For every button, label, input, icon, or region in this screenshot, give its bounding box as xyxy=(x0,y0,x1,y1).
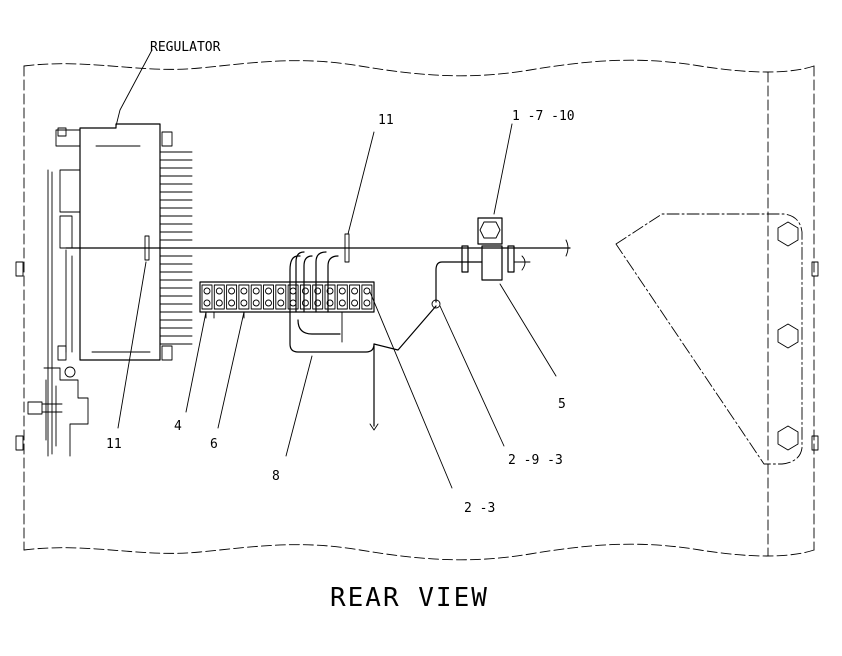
left-edge-fasteners xyxy=(15,261,24,451)
terminal-screw-icon xyxy=(314,287,322,295)
terminal-screw-icon xyxy=(351,287,359,295)
terminal-screw-icon xyxy=(338,299,346,307)
callout-1-7-10: 1 -7 -10 xyxy=(512,109,575,124)
terminal-screw-icon xyxy=(240,287,248,295)
terminal-screw-icon xyxy=(301,287,309,295)
terminal-screw-icon xyxy=(252,299,260,307)
leader-lines xyxy=(115,49,557,489)
regulator xyxy=(27,123,193,457)
hex-bolt-1-icon xyxy=(777,221,799,247)
terminal-block xyxy=(299,284,311,310)
terminal-block xyxy=(275,284,287,310)
callout-labels: REGULATOR 11 1 -7 -10 5 2 -9 -3 2 -3 8 6… xyxy=(106,40,575,516)
terminal-screw-icon xyxy=(326,287,334,295)
terminal-screw-icon xyxy=(277,287,285,295)
clamp-assembly xyxy=(435,217,531,303)
terminal-block xyxy=(250,284,262,310)
terminal-block xyxy=(336,284,348,310)
hex-bolt-3-icon xyxy=(777,425,799,451)
terminal-screw-icon xyxy=(228,287,236,295)
callout-11-bottom: 11 xyxy=(106,437,122,452)
terminal-screw-icon xyxy=(289,287,297,295)
main-wire xyxy=(65,239,571,257)
terminal-block xyxy=(201,284,213,310)
callout-regulator: REGULATOR xyxy=(150,40,221,55)
terminal-screw-icon xyxy=(203,287,211,295)
terminal-block xyxy=(226,284,238,310)
wire-ties xyxy=(144,233,350,263)
terminal-block xyxy=(238,284,250,310)
terminal-screw-icon xyxy=(240,299,248,307)
callout-6: 6 xyxy=(210,437,218,452)
terminal-screw-icon xyxy=(277,299,285,307)
terminal-screw-icon xyxy=(265,287,272,295)
terminal-screw-icon xyxy=(228,299,236,307)
clamp-bolt-icon xyxy=(479,221,501,239)
terminal-screw-icon xyxy=(252,287,260,295)
terminal-screw-icon xyxy=(363,299,371,307)
terminal-screw-icon xyxy=(289,299,297,307)
wire-harness xyxy=(289,251,441,431)
terminal-block xyxy=(213,284,225,310)
terminal-screw-icon xyxy=(265,299,272,307)
terminal-block xyxy=(312,284,324,310)
terminal-screw-icon xyxy=(215,299,223,307)
terminal-strip xyxy=(199,281,375,319)
terminal-screw-icon xyxy=(314,299,322,307)
callout-2-9-3: 2 -9 -3 xyxy=(508,453,563,468)
terminal-block xyxy=(349,284,361,310)
callout-2-3: 2 -3 xyxy=(464,501,495,516)
terminal-screw-icon xyxy=(351,299,359,307)
callout-11-top: 11 xyxy=(378,113,394,128)
terminal-screw-icon xyxy=(338,287,346,295)
view-title: REAR VIEW xyxy=(330,583,489,613)
callout-5: 5 xyxy=(558,397,566,412)
callout-4: 4 xyxy=(174,419,182,434)
terminal-block xyxy=(324,284,336,310)
terminal-block xyxy=(263,284,274,310)
ground-point-icon xyxy=(431,299,441,309)
terminal-screw-icon xyxy=(363,287,371,295)
terminal-screw-icon xyxy=(215,287,223,295)
terminal-block xyxy=(287,284,299,310)
panel-outline xyxy=(23,59,815,561)
terminal-screw-icon xyxy=(203,299,211,307)
callout-8: 8 xyxy=(272,469,280,484)
terminal-screw-icon xyxy=(326,299,334,307)
hex-bolt-2-icon xyxy=(777,323,799,349)
terminal-screw-icon xyxy=(301,299,309,307)
mounting-bracket xyxy=(615,213,819,465)
terminal-block xyxy=(361,284,373,310)
